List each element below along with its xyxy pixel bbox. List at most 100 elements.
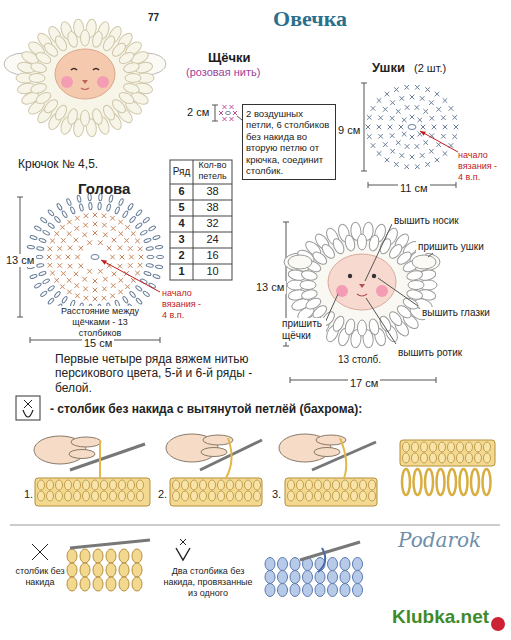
fringe-loop	[36, 263, 44, 267]
stitch	[306, 491, 313, 501]
stitch-symbol	[74, 283, 79, 288]
stitch	[412, 442, 419, 452]
stitch-symbol	[371, 143, 376, 148]
stitch-symbol	[394, 162, 399, 167]
stitch-symbol	[125, 225, 130, 230]
stitch	[245, 480, 252, 490]
stitch-symbol	[415, 105, 420, 110]
note-label: Расстояние между щёчками - 13 столбиков	[52, 306, 148, 338]
stitch-symbol	[102, 223, 107, 228]
pointer-arrow	[420, 131, 458, 152]
stitch	[93, 549, 103, 563]
knitted-fabric	[170, 478, 262, 506]
stitch-symbol	[436, 142, 441, 147]
fringe-loop	[135, 297, 142, 304]
stitch-symbol	[441, 134, 446, 139]
table-line	[193, 160, 194, 280]
stitch	[351, 491, 358, 501]
stitch-symbol	[119, 278, 124, 283]
stitch	[65, 491, 72, 501]
stitch-symbol	[75, 294, 80, 299]
fringe-loop	[30, 274, 38, 279]
stitch-symbol	[79, 246, 84, 251]
stitch-symbol	[230, 105, 234, 109]
fringe-loop	[30, 82, 48, 95]
fringe-loop	[27, 245, 35, 249]
note-label-holder: Крючок № 4,5.	[18, 157, 98, 171]
stitch	[132, 577, 142, 591]
stitch	[369, 491, 376, 501]
dimension-tick	[17, 197, 23, 198]
fringe-loop	[414, 469, 422, 495]
stitch-symbol	[223, 117, 227, 121]
stitch	[288, 480, 295, 490]
stitch-symbol	[435, 92, 440, 97]
stitch-symbol	[400, 96, 405, 101]
stitch	[38, 491, 45, 501]
stitch-symbol	[93, 231, 98, 236]
stitch-symbol	[230, 117, 234, 121]
table-cell-holder: 24	[193, 233, 232, 246]
watermark: Podarok	[398, 528, 481, 552]
stitch-symbol	[48, 247, 53, 252]
yarn	[340, 438, 346, 478]
stitch	[342, 491, 349, 501]
leader-line	[378, 278, 418, 306]
fringe-loop	[146, 263, 154, 267]
fringe-loop	[378, 315, 393, 333]
stitch-symbol	[367, 134, 372, 139]
table-cell: 16	[193, 249, 232, 262]
stitch	[65, 480, 72, 490]
stitch-symbol	[396, 140, 401, 145]
stitch	[315, 491, 322, 501]
stitch-symbol	[61, 238, 66, 243]
crochet-hook	[70, 540, 150, 548]
stitch-symbol	[367, 115, 372, 120]
stitch-symbol	[138, 247, 143, 252]
stitch	[227, 480, 234, 490]
stitch-symbol	[404, 85, 409, 90]
fringe-loop	[368, 234, 380, 252]
stitch-symbol	[129, 255, 134, 260]
table-cell: 6	[170, 185, 193, 198]
stitch-symbol	[74, 226, 79, 231]
stitch	[67, 577, 77, 591]
stitch	[119, 549, 129, 563]
stitch-symbol	[87, 240, 92, 245]
stitch-symbol	[396, 109, 401, 114]
stitch	[353, 571, 363, 584]
stitch-symbol	[54, 278, 59, 283]
stitch	[254, 491, 261, 501]
stitch	[353, 584, 363, 597]
stitch-symbol	[425, 162, 430, 167]
sheep-eye	[71, 69, 77, 71]
stitch-symbol	[417, 118, 422, 123]
stitch-symbol	[390, 116, 395, 121]
fringe-loop	[448, 469, 456, 495]
fringe-loop	[344, 234, 356, 252]
legend-text: столбик без накида	[12, 566, 68, 588]
stitch-symbol	[452, 134, 457, 139]
fringe-loop	[135, 222, 143, 229]
stitch-symbol	[111, 283, 116, 288]
stitch-symbol	[377, 151, 382, 156]
stitch-symbol	[111, 283, 116, 288]
note-label-holder: вышить ротик	[396, 342, 464, 360]
stitch	[448, 442, 455, 452]
stitch	[80, 577, 90, 591]
dimension-tick	[283, 346, 289, 347]
fringe-loop	[56, 203, 63, 211]
dimension-line	[364, 83, 365, 171]
stitch-symbol	[443, 125, 448, 130]
stitch-symbol	[230, 105, 234, 109]
note-label: вышить глазки	[420, 307, 492, 319]
stitch-symbol	[367, 115, 372, 120]
finger	[314, 448, 340, 457]
stitch-symbol	[367, 134, 372, 139]
note-label-holder: вышить глазки	[420, 302, 492, 320]
stitch	[340, 558, 350, 571]
stitch	[128, 491, 135, 501]
stitch-symbol	[383, 107, 388, 112]
stitch-symbol	[377, 98, 382, 103]
stitch-symbol	[138, 263, 143, 268]
